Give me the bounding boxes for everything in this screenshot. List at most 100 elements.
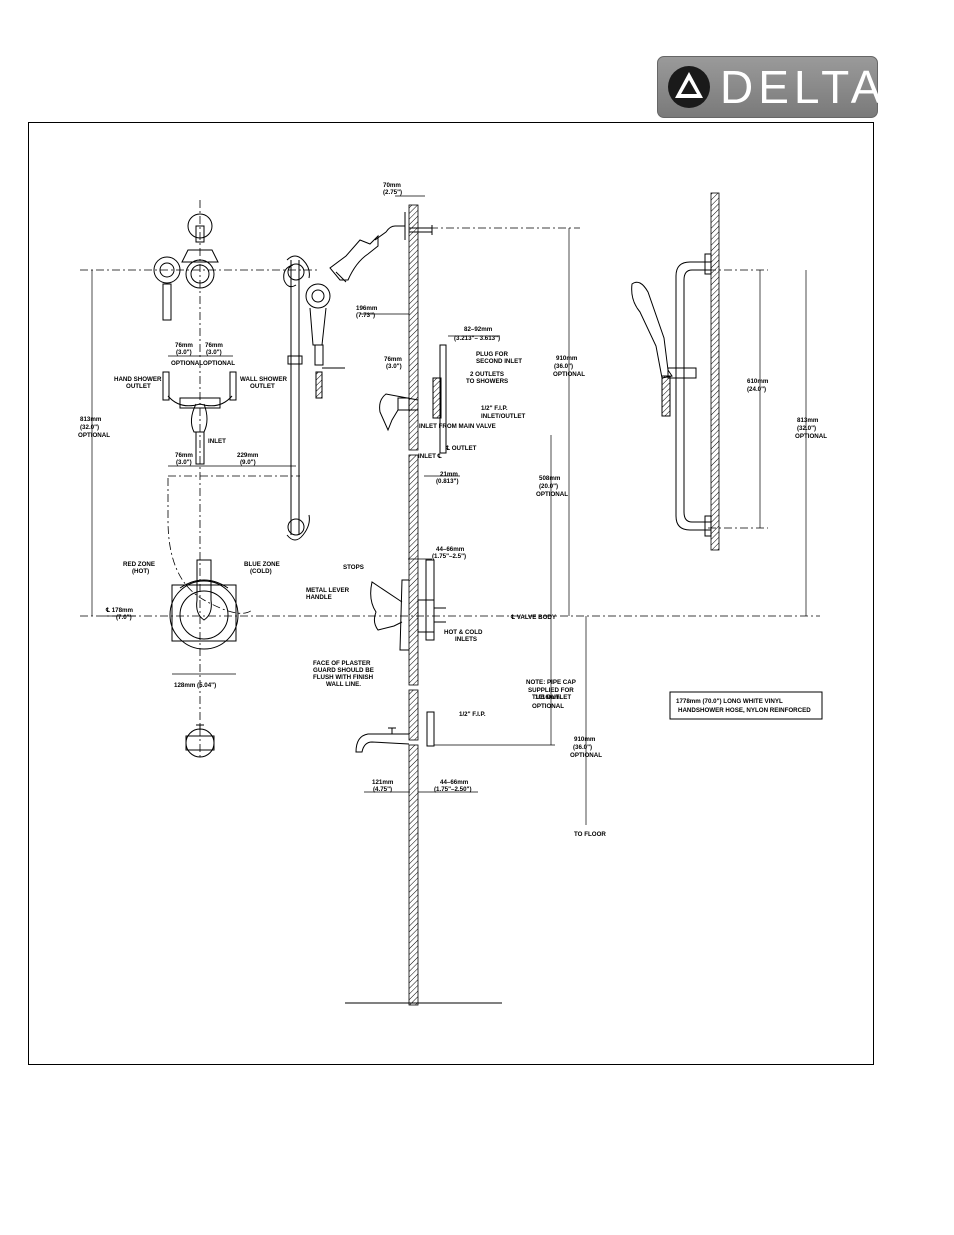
red-zone-hot: (HOT) <box>132 568 149 575</box>
dim-910-lower-opt: OPTIONAL <box>570 752 602 759</box>
dim-910: 910mm <box>556 355 578 362</box>
dim-910-opt: OPTIONAL <box>553 371 585 378</box>
lever-label-1: METAL LEVER <box>306 587 350 594</box>
dim-76-d: 76mm <box>175 452 193 459</box>
hose-note-2: HANDSHOWER HOSE, NYLON REINFORCED <box>678 707 811 714</box>
dim-44-b-in: (1.75"–2.50") <box>434 786 472 793</box>
dim-813-right-opt: OPTIONAL <box>795 433 827 440</box>
opt-a: OPTIONAL <box>171 360 203 367</box>
dim-76-b: 76mm <box>205 342 223 349</box>
dim-44-b: 44–66mm <box>440 779 469 786</box>
dimension-labels: 70mm (2.75") 196mm (7.73") 82–92mm (3.21… <box>78 182 827 838</box>
dim-1016: 1016mm <box>535 694 560 701</box>
dim-70-in: (2.75") <box>383 189 402 196</box>
dim-178-in: (7.0") <box>116 614 132 621</box>
fip-label-1b: INLET/OUTLET <box>481 413 526 420</box>
hose-note-box <box>669 691 823 720</box>
dim-82-in: (3.213"– 3.613") <box>454 335 500 342</box>
tub-spout-side <box>355 711 435 753</box>
slide-bar-side <box>631 253 712 537</box>
dim-813-right: 813mm <box>797 417 819 424</box>
dim-76-side: 76mm <box>384 356 402 363</box>
dim-196-in: (7.73") <box>356 312 375 319</box>
dim-910-lower: 910mm <box>574 736 596 743</box>
hand-shower-side <box>305 283 345 399</box>
construction-lines <box>80 200 820 760</box>
dim-21: 21mm <box>440 471 458 478</box>
wall-shower-label-1: WALL SHOWER <box>240 376 288 383</box>
stops-label: STOPS <box>343 564 364 571</box>
dim-44-a: 44–66mm <box>436 546 465 553</box>
dim-76-d-in: (3.0") <box>176 459 192 466</box>
dim-70: 70mm <box>383 182 401 189</box>
dim-508-opt: OPTIONAL <box>536 491 568 498</box>
hot-cold-label-1: HOT & COLD <box>444 629 483 636</box>
dim-229: 229mm <box>237 452 259 459</box>
outlets-label-1: 2 OUTLETS <box>470 371 504 378</box>
plug-label-2: SECOND INLET <box>476 358 522 365</box>
fip-label-1: 1/2" F.I.P. <box>481 405 508 412</box>
fip-label-2: 1/2" F.I.P. <box>459 711 486 718</box>
dim-121: 121mm <box>372 779 394 786</box>
dim-178: ℄ 178mm <box>105 607 134 614</box>
dim-82: 82–92mm <box>464 326 493 333</box>
valve-body-label: ℄ VALVE BODY <box>510 614 557 621</box>
drawing-frame <box>28 122 874 1065</box>
to-floor-label: TO FLOOR <box>574 831 606 838</box>
blue-zone-cold: (COLD) <box>250 568 272 575</box>
dim-128: 128mm (5.04") <box>174 682 216 689</box>
dim-508-in: (20.0") <box>539 483 558 490</box>
brand-name: DELTA <box>720 61 887 113</box>
dim-21-in: (0.813") <box>436 478 459 485</box>
hose-note-1: 1778mm (70.0") LONG WHITE VINYL <box>676 698 783 705</box>
face-label-2: GUARD SHOULD BE <box>313 667 374 674</box>
center-wall <box>345 204 502 1006</box>
dim-196: 196mm <box>356 305 378 312</box>
note-label-3: TUB OUTLET <box>532 694 571 701</box>
diverter-side <box>379 344 447 454</box>
right-wall <box>710 192 720 551</box>
dim-121-in: (4.75") <box>373 786 392 793</box>
shower-head-front <box>153 213 219 321</box>
outlet-cl-label: ℄ OUTLET <box>445 445 477 452</box>
dim-910-in: (36.0") <box>554 363 573 370</box>
dim-813-left-opt: OPTIONAL <box>78 432 110 439</box>
delta-triangle-logo-icon <box>668 66 710 108</box>
dim-610-in: (24.0") <box>747 386 766 393</box>
dim-76-a-in: (3.0") <box>176 349 192 356</box>
red-zone-label: RED ZONE <box>123 561 155 568</box>
hand-shower-label-2: OUTLET <box>126 383 151 390</box>
opt-b: OPTIONAL <box>203 360 235 367</box>
slide-bar-front <box>283 255 310 541</box>
note-label-2: SUPPLIED FOR <box>528 687 574 694</box>
blue-zone-label: BLUE ZONE <box>244 561 280 568</box>
diverter-front <box>162 371 237 465</box>
valve-side <box>370 559 446 651</box>
hot-cold-label-2: INLETS <box>455 636 477 643</box>
trim-plate-front <box>169 559 239 650</box>
dim-44-a-in: (1.75"–2.5") <box>432 553 466 560</box>
dim-813-left-in: (32.0") <box>80 424 99 431</box>
dim-76-side-in: (3.0") <box>386 363 402 370</box>
dim-1016-opt: OPTIONAL <box>532 703 564 710</box>
lever-label-2: HANDLE <box>306 594 332 601</box>
dim-229-in: (9.0") <box>240 459 256 466</box>
inlet-cl-label: INLET ℄ <box>418 453 442 460</box>
note-label-1: NOTE: PIPE CAP <box>526 679 576 686</box>
dim-813-left: 813mm <box>80 416 102 423</box>
inlet-label: INLET <box>208 438 226 445</box>
face-label-4: WALL LINE. <box>326 681 361 688</box>
face-label-3: FLUSH WITH FINISH <box>313 674 374 681</box>
wall-shower-label-2: OUTLET <box>250 383 275 390</box>
outlets-label-2: TO SHOWERS <box>466 378 508 385</box>
delta-logo: DELTA <box>657 56 881 118</box>
dim-76-b-in: (3.0") <box>206 349 222 356</box>
face-label-1: FACE OF PLASTER <box>313 660 371 667</box>
shower-head-side <box>329 212 433 283</box>
dim-910-lower-in: (36.0") <box>573 744 592 751</box>
inlet-main-label: INLET FROM MAIN VALVE <box>419 423 496 430</box>
dim-76-a: 76mm <box>175 342 193 349</box>
dim-610: 610mm <box>747 378 769 385</box>
hand-shower-label-1: HAND SHOWER <box>114 376 162 383</box>
